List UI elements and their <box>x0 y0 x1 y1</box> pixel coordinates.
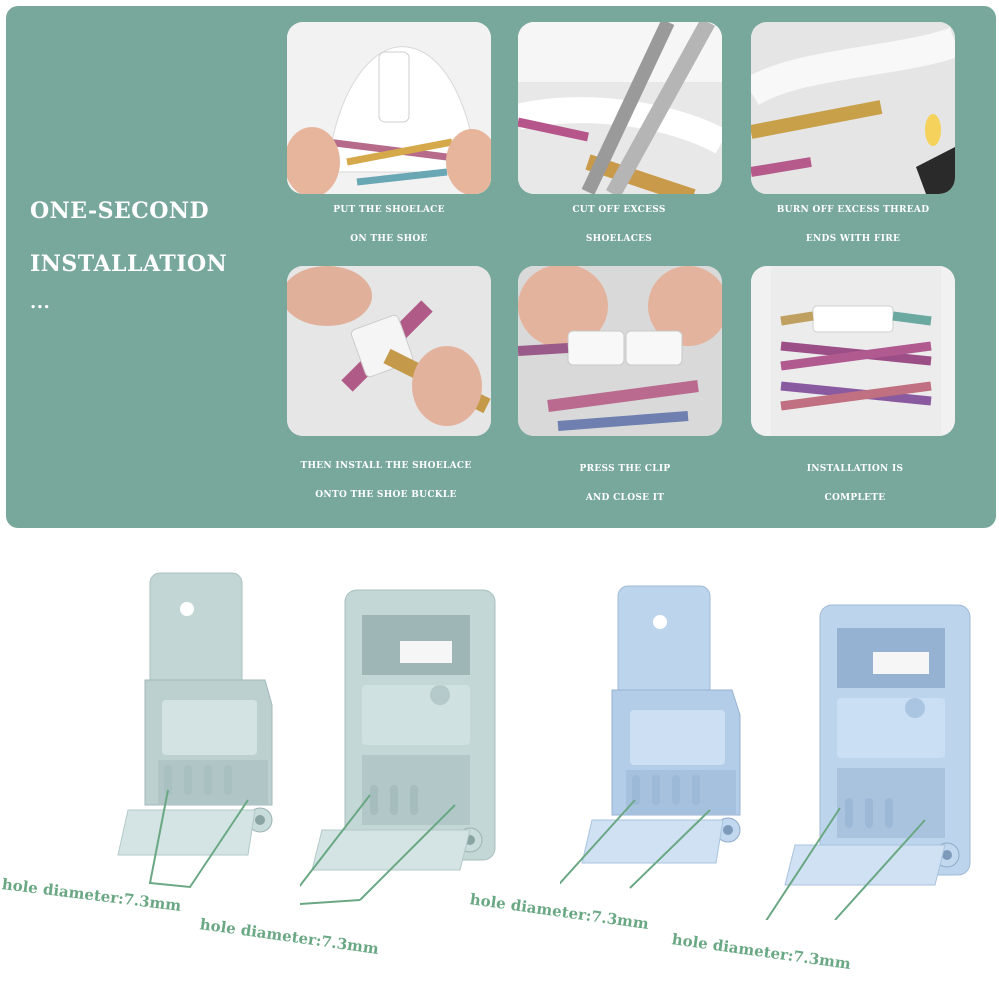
step-caption-1: PUT THE SHOELACE ON THE SHOE <box>289 196 489 254</box>
step-photo-burn-ends <box>751 22 955 194</box>
step-caption-5: PRESS THE CLIP AND CLOSE IT <box>525 455 725 513</box>
step-photo-install-buckle <box>287 266 491 436</box>
step-photo-complete <box>751 266 955 436</box>
headline-dots: ... <box>30 292 51 313</box>
buckle-closed-blue <box>765 604 971 920</box>
step-caption-4-line1: THEN INSTALL THE SHOELACE <box>300 461 472 471</box>
step-caption-5-line1: PRESS THE CLIP <box>579 464 671 474</box>
step-caption-1-line1: PUT THE SHOELACE <box>333 205 445 215</box>
headline-line2: INSTALLATION <box>30 251 228 277</box>
step-caption-6-line1: INSTALLATION IS <box>806 464 904 474</box>
step-photo-cut-excess <box>518 22 722 194</box>
hole-diameter-label-4: hole diameter:7.3mm <box>670 930 852 974</box>
buckle-open-blue <box>560 585 741 889</box>
hole-diameter-label-2: hole diameter:7.3mm <box>198 915 380 959</box>
buckle-closed-grey <box>300 589 496 905</box>
step-caption-2-line1: CUT OFF EXCESS <box>572 205 666 215</box>
step-photo-press-clip <box>518 266 722 436</box>
step-caption-2-line2: SHOELACES <box>585 234 653 244</box>
step-caption-4: THEN INSTALL THE SHOELACE ONTO THE SHOE … <box>286 452 486 510</box>
step-caption-3-line1: BURN OFF EXCESS THREAD <box>776 205 930 215</box>
step-caption-4-line2: ONTO THE SHOE BUCKLE <box>315 490 457 500</box>
step-photo-put-shoelace <box>287 22 491 194</box>
buckle-open-grey <box>117 572 273 889</box>
step-caption-6-line2: COMPLETE <box>824 493 886 503</box>
step-caption-1-line2: ON THE SHOE <box>350 234 428 244</box>
step-caption-3-line2: ENDS WITH FIRE <box>805 234 901 244</box>
step-caption-2: CUT OFF EXCESS SHOELACES <box>519 196 719 254</box>
step-caption-5-line2: AND CLOSE IT <box>585 493 665 503</box>
step-caption-3: BURN OFF EXCESS THREAD ENDS WITH FIRE <box>753 196 953 254</box>
headline-line1: ONE-SECOND <box>30 198 210 224</box>
step-caption-6: INSTALLATION IS COMPLETE <box>755 455 955 513</box>
